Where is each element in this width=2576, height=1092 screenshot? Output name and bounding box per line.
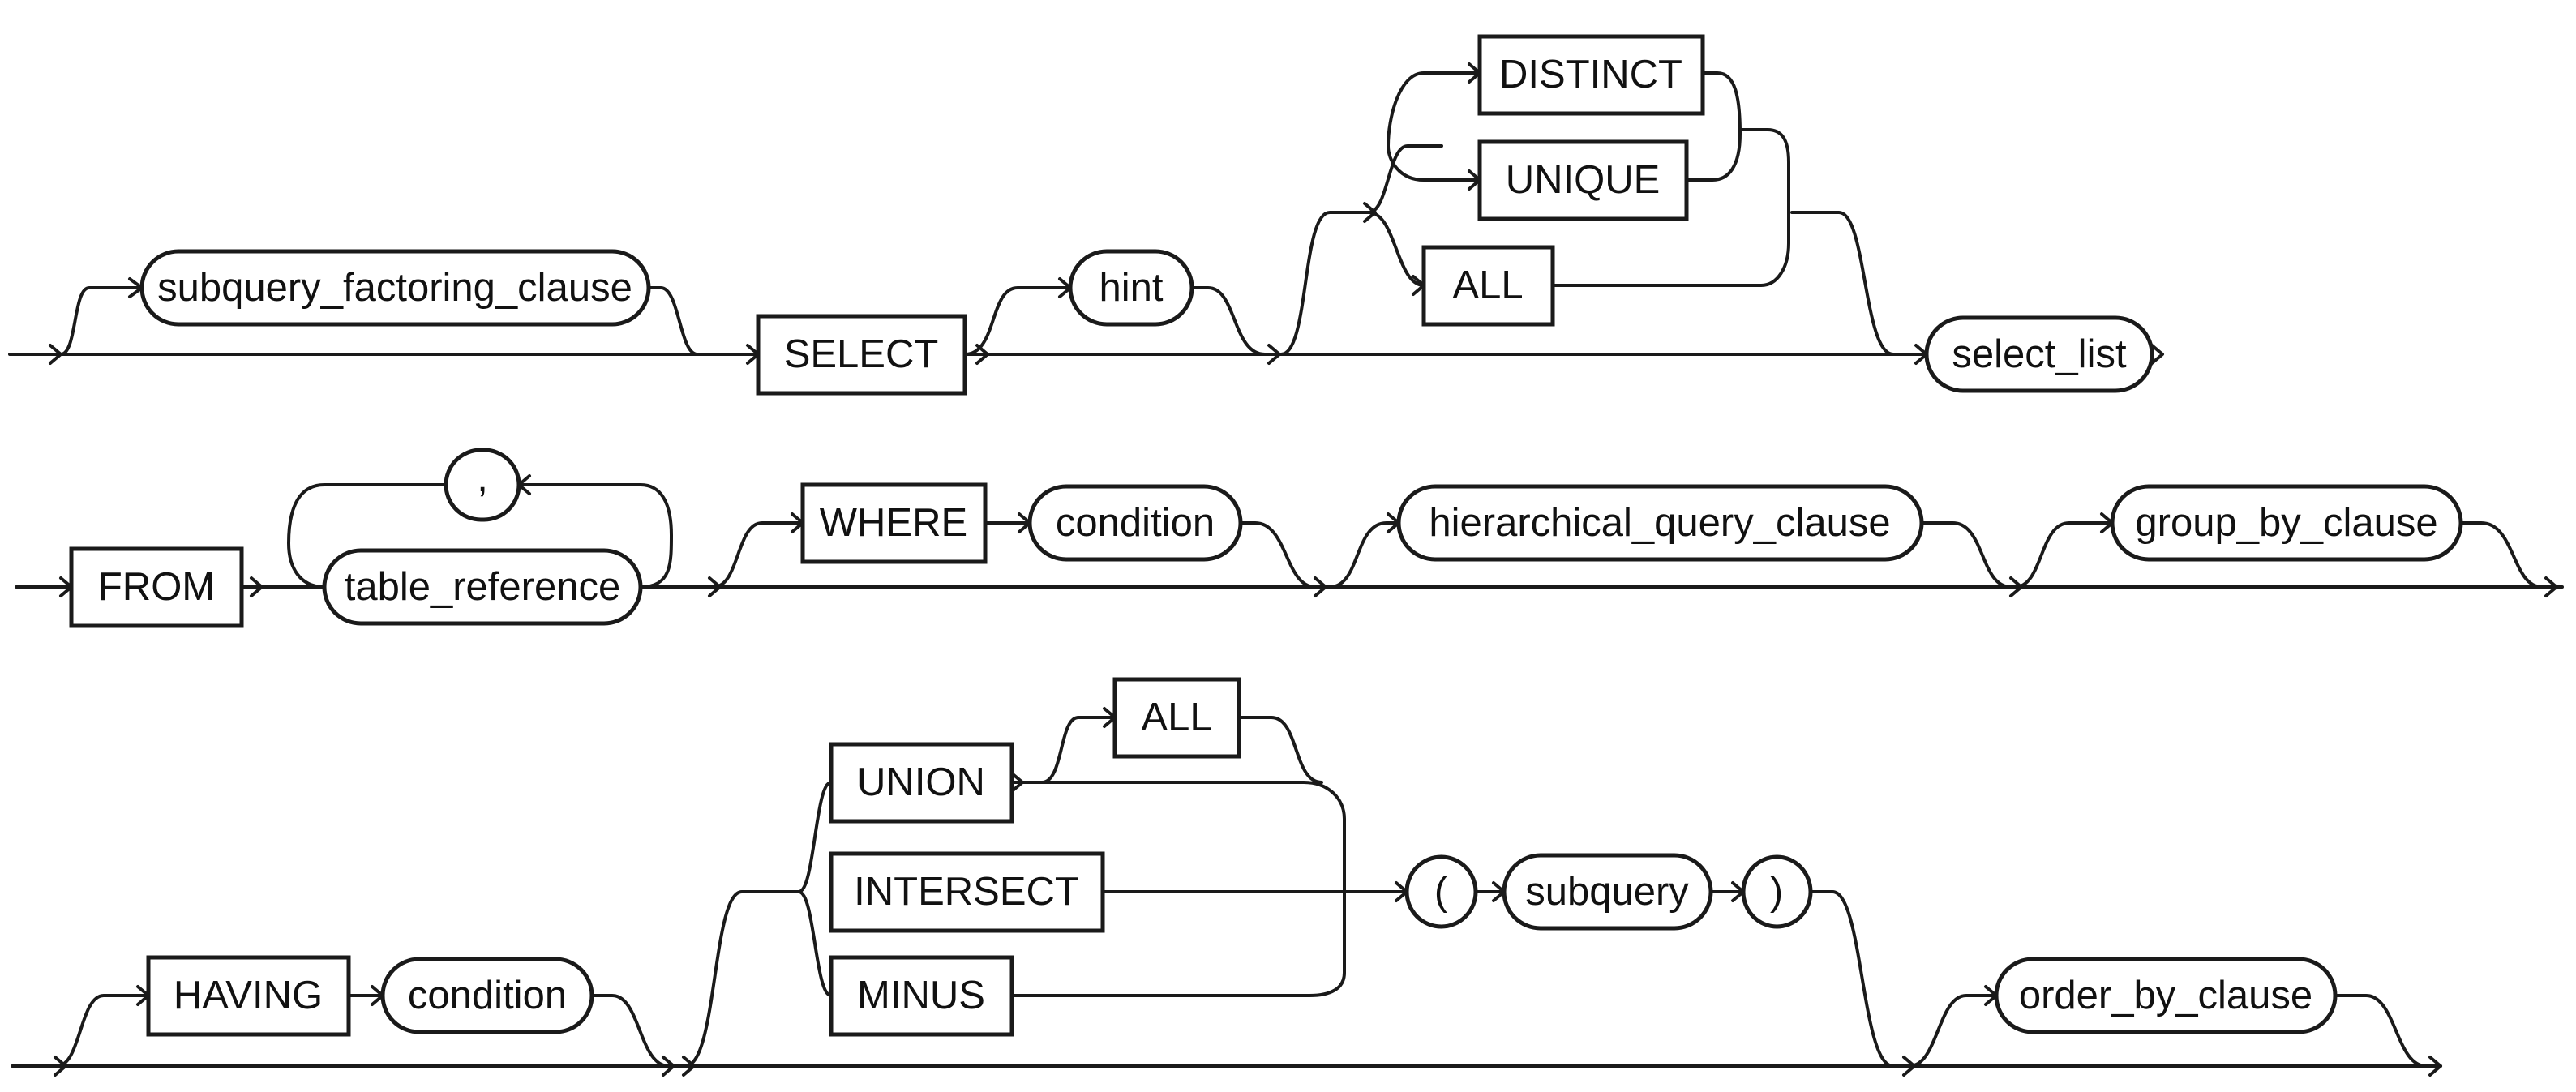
unique-keyword-box: [1477, 139, 1689, 221]
union-all-keyword-label: ALL: [1141, 696, 1211, 739]
subquery-label: subquery: [1525, 870, 1689, 914]
close-paren-label: ): [1770, 870, 1783, 914]
table-reference-node: [322, 548, 643, 626]
distinct-keyword-box: [1477, 34, 1705, 116]
row-2-from-clause: FROM , table_reference WHERE condition h…: [15, 448, 2564, 628]
row-3-having-set-order: HAVING condition UNION ALL INTERSECT MIN…: [11, 677, 2442, 1077]
close-paren-node: [1741, 854, 1813, 929]
hierarchical-query-clause-node: [1396, 484, 1924, 562]
hint-label: hint: [1099, 266, 1163, 310]
select-list-node: [1924, 315, 2154, 393]
subquery-factoring-clause-node: [139, 249, 651, 327]
open-paren-node: [1404, 854, 1478, 929]
where-keyword-label: WHERE: [820, 501, 967, 545]
intersect-keyword-box: [829, 851, 1105, 933]
comma-node: [444, 448, 521, 522]
minus-keyword-label: MINUS: [857, 974, 985, 1017]
union-keyword-box: [829, 742, 1014, 824]
having-condition-node: [380, 957, 594, 1034]
row-1-select-clause: subquery_factoring_clause SELECT hint DI…: [8, 34, 2164, 396]
all-keyword-box: [1421, 245, 1555, 327]
subquery-node: [1502, 853, 1713, 931]
from-keyword-box: [69, 546, 244, 628]
comma-label: ,: [477, 456, 488, 500]
union-all-keyword-box: [1112, 677, 1241, 759]
order-by-clause-node: [1994, 957, 2338, 1034]
union-keyword-label: UNION: [857, 760, 985, 804]
intersect-keyword-label: INTERSECT: [854, 870, 1079, 914]
open-paren-label: (: [1434, 870, 1448, 914]
having-condition-label: condition: [408, 974, 567, 1017]
having-keyword-label: HAVING: [174, 974, 323, 1017]
hint-node: [1068, 249, 1194, 327]
where-keyword-box: [800, 482, 988, 564]
table-reference-label: table_reference: [345, 565, 621, 609]
from-keyword-label: FROM: [98, 565, 215, 609]
all-keyword-label: ALL: [1452, 263, 1523, 307]
hierarchical-query-clause-label: hierarchical_query_clause: [1429, 501, 1890, 545]
subquery-factoring-clause-label: subquery_factoring_clause: [157, 266, 632, 310]
select-keyword-box: [756, 314, 967, 396]
group-by-clause-label: group_by_clause: [2135, 501, 2437, 545]
where-condition-label: condition: [1056, 501, 1215, 545]
group-by-clause-node: [2110, 484, 2463, 562]
minus-keyword-box: [829, 955, 1014, 1037]
unique-keyword-label: UNIQUE: [1506, 158, 1661, 202]
order-by-clause-label: order_by_clause: [2019, 974, 2312, 1017]
select-list-label: select_list: [1952, 332, 2127, 376]
select-keyword-label: SELECT: [784, 332, 939, 376]
where-condition-node: [1027, 484, 1243, 562]
having-keyword-box: [146, 955, 351, 1037]
distinct-keyword-label: DISTINCT: [1499, 53, 1682, 96]
